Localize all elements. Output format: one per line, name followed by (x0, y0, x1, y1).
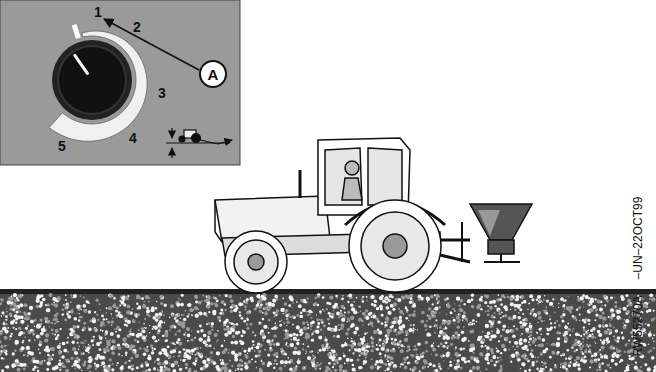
inset-panel (0, 0, 240, 165)
figure-code: RW55270A (632, 295, 644, 356)
figure-date-code: –UN–22OCT99 (632, 197, 644, 280)
dial-number: 1 (94, 5, 102, 19)
dial-number: 5 (58, 139, 66, 153)
tractor (215, 138, 532, 293)
ground (0, 289, 656, 372)
callout-letter-text: A (208, 67, 219, 82)
callout-letter: A (199, 60, 227, 88)
depth-symbol (166, 128, 232, 158)
leader-line (104, 19, 199, 70)
dial-number: 2 (133, 20, 141, 34)
dial-number: 3 (158, 86, 166, 100)
control-dial (49, 25, 147, 141)
dial-number: 4 (129, 131, 137, 145)
